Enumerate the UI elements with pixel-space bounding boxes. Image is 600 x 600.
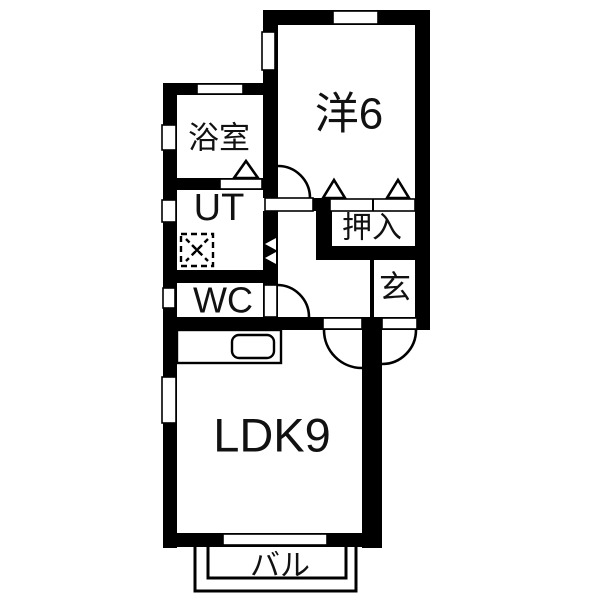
window-western-room-left [261,31,276,71]
closet-door-triangle-icon [320,177,348,200]
opening-ldk-door [322,317,363,330]
label-utility: UT [194,187,245,229]
toilet-door-arc [276,283,311,318]
washing-machine-pan-icon [179,232,215,268]
wall-right-exterior [415,10,430,330]
label-toilet: WC [193,280,253,321]
window-utility-left [161,199,177,223]
washing-pan-center-mark [191,244,203,256]
wall-left-exterior [163,83,177,548]
balcony-inner-line [206,547,348,580]
washing-pan-outline [179,232,215,268]
kitchen-sink-icon [230,333,276,360]
label-ldk: LDK9 [213,409,331,462]
wall-closet-left [316,198,332,260]
opening-western-room-door [264,197,314,212]
kitchen-counter [175,328,283,365]
window-bathroom-left [161,124,177,151]
label-entrance: 玄 [379,269,411,305]
western-room-door-arc [277,164,312,199]
balcony-railing [193,547,358,593]
windows [161,10,379,546]
opening-toilet-door [263,284,278,318]
entrance-step-line [370,258,374,318]
label-western-room: 洋6 [315,90,383,139]
entrance-door-arc [381,329,418,366]
label-bathroom: 浴室 [188,121,250,156]
window-toilet-left [162,287,176,309]
folding-door-triangle-icon [265,238,276,250]
window-bathroom-top [196,83,244,95]
door-arcs [276,164,418,370]
bathroom-door-triangle-icon [231,158,261,180]
room-labels: 洋6 浴室 UT WC 押入 玄 LDK9 バル [188,90,411,583]
wall-utility-bottom [163,270,278,283]
window-ldk-bottom [222,533,328,546]
fixtures [175,232,358,593]
closet-door-triangle-icon [384,177,412,200]
window-ldk-left [161,376,177,424]
balcony-outer-line [193,547,358,593]
wall-closet-bottom [316,246,430,260]
door-openings [219,178,418,330]
wall-ldk-right [362,317,382,548]
label-balcony: バル [250,550,310,583]
utility-folding-door [263,236,278,266]
opening-entrance-door [381,317,418,330]
window-western-room-top [332,10,379,25]
ldk-door-arc [322,329,363,370]
label-closet: 押入 [342,212,402,245]
folding-door-triangle-icon [265,252,276,264]
door-markers [231,158,412,200]
